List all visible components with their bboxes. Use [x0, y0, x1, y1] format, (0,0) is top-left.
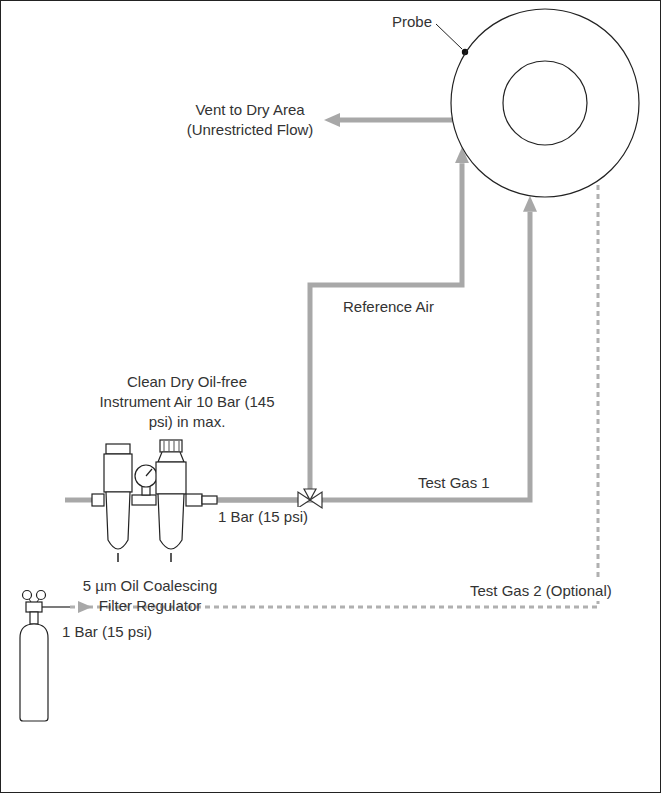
- inlet-pipe: [65, 498, 92, 503]
- filter-caption: 5 µm Oil Coalescing Filter Regulator: [70, 576, 230, 616]
- flow-connector: [340, 120, 453, 121]
- flow-label: Reference Air: [341, 297, 436, 317]
- filter-regulator: Clean Dry Oil-free Instrument Air 10 Bar…: [92, 440, 217, 565]
- flow-line: [340, 118, 453, 123]
- flow-connector: [217, 212, 530, 500]
- flow-label: Test Gas 1: [416, 473, 492, 493]
- flow-label: Test Gas 2 (Optional): [468, 581, 614, 601]
- pressure-label: 1 Bar (15 psi): [216, 507, 310, 527]
- flow-arrowhead: [78, 601, 92, 613]
- gas-cylinder: 1 Bar (15 psi): [16, 588, 70, 722]
- probe-circle-outline: [450, 8, 640, 198]
- vent-label: Vent to Dry Area (Unrestricted Flow): [180, 100, 320, 140]
- flow-connector: [217, 163, 462, 500]
- supply-note: Clean Dry Oil-free Instrument Air 10 Bar…: [97, 372, 277, 432]
- flow-line: [217, 212, 530, 500]
- flow-line: [70, 181, 598, 607]
- gas-cylinder-outline: [16, 588, 70, 722]
- three-way-valve: [298, 489, 322, 508]
- vent-outlet: Vent to Dry Area (Unrestricted Flow): [180, 98, 320, 142]
- flow-connector: [70, 181, 598, 613]
- pressure-label: 1 Bar (15 psi): [62, 622, 152, 642]
- flow-line: [217, 163, 462, 500]
- probe-label: Probe: [392, 12, 432, 32]
- filter-regulator-outline: [92, 440, 217, 565]
- leader-line: [436, 24, 462, 49]
- probe-circle: Probe: [450, 8, 640, 198]
